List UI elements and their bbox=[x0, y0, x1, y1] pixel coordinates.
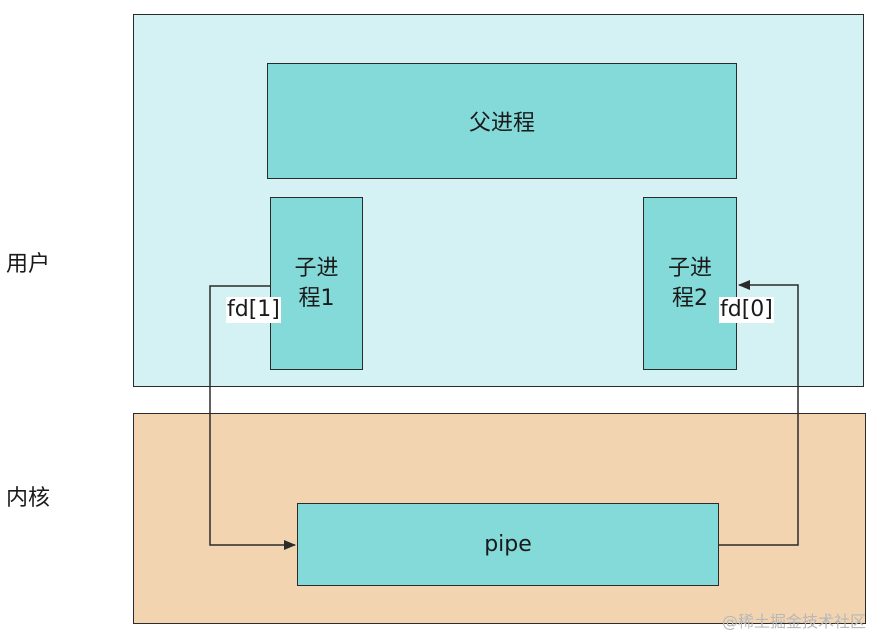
child-process-1-label-line1: 子进 bbox=[294, 255, 339, 281]
write-arrow bbox=[209, 285, 296, 550]
child-process-2-box: 子进 程2 bbox=[643, 197, 737, 370]
child-process-2-label-line1: 子进 bbox=[667, 255, 712, 281]
kernel-space-label: 内核 bbox=[6, 486, 51, 511]
pipe-label: pipe bbox=[484, 532, 532, 557]
child-process-2-label-line2: 程2 bbox=[671, 285, 708, 311]
fd-write-end-label: fd[1] bbox=[226, 297, 281, 323]
read-arrow bbox=[719, 280, 799, 546]
child-process-1-label-line2: 程1 bbox=[298, 285, 335, 311]
fd-read-end-label: fd[0] bbox=[719, 297, 774, 323]
pipe-box: pipe bbox=[297, 503, 719, 586]
watermark: @稀土掘金技术社区 bbox=[721, 612, 866, 631]
child-process-1-box: 子进 程1 bbox=[270, 197, 363, 370]
user-space-label: 用户 bbox=[6, 252, 51, 277]
parent-process-label: 父进程 bbox=[468, 111, 535, 136]
parent-process-box: 父进程 bbox=[267, 63, 737, 179]
